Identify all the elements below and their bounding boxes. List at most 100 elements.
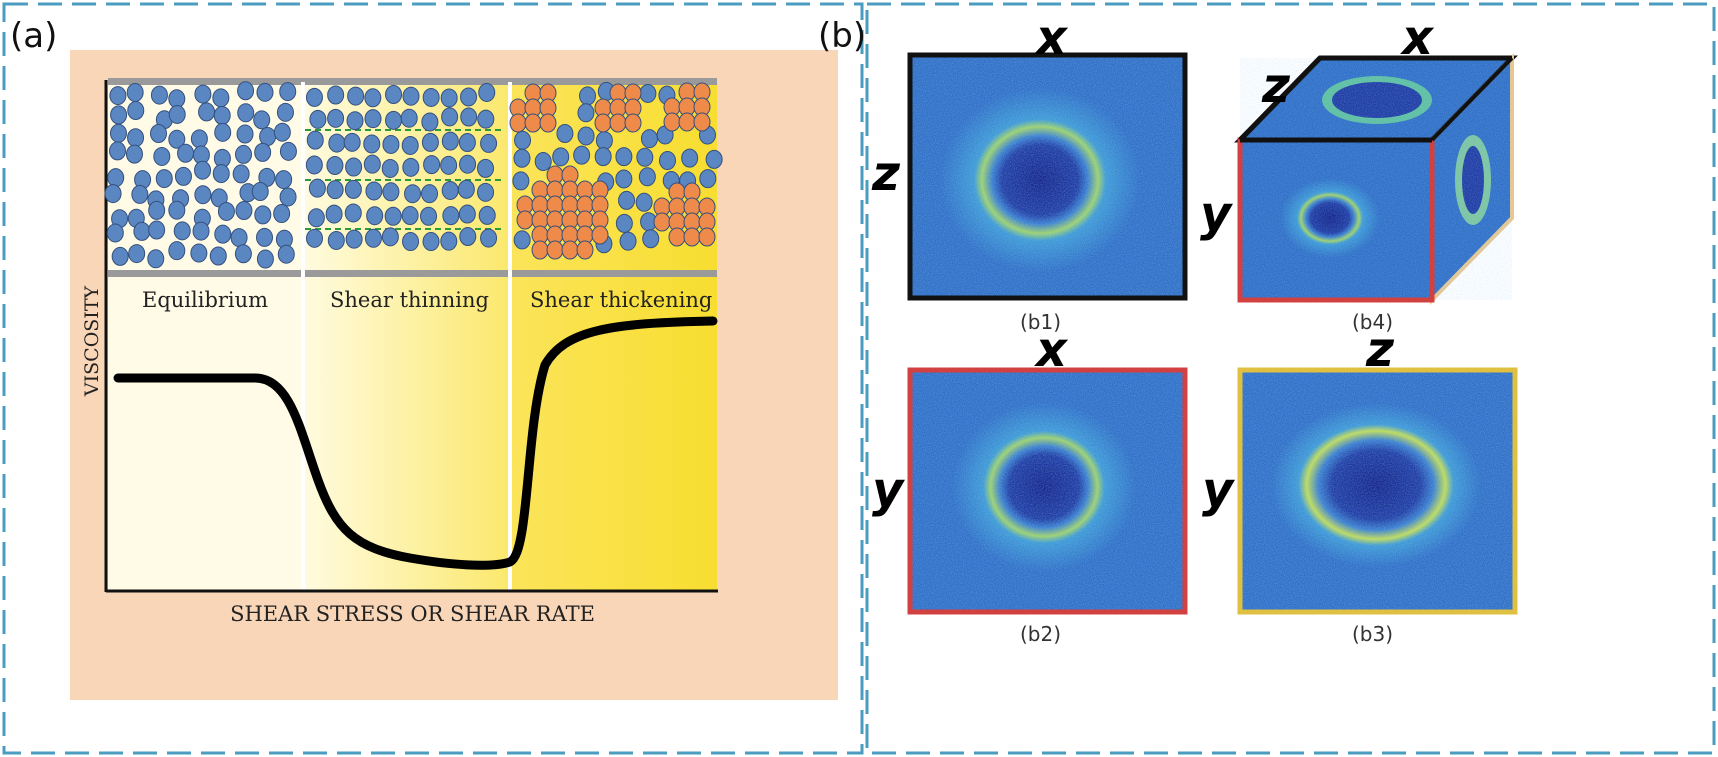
particle-blue <box>440 88 458 108</box>
particle-blue <box>459 227 477 247</box>
particle-blue <box>168 104 186 124</box>
particle-blue <box>423 155 441 175</box>
particle-blue <box>326 156 344 176</box>
particle-blue <box>327 108 345 128</box>
particle-blue <box>573 145 591 165</box>
particle-blue <box>327 85 345 105</box>
particle-blue <box>619 231 637 251</box>
particle-blue <box>364 228 382 248</box>
particle-blue <box>460 87 478 107</box>
particle-blue <box>109 141 127 161</box>
particle-blue <box>279 187 297 207</box>
particle-blue <box>273 204 291 224</box>
particle-blue <box>381 227 399 247</box>
particle-blue <box>440 231 458 251</box>
panel-a-label: (a) <box>10 16 58 56</box>
particle-blue <box>327 230 345 250</box>
divider-2 <box>508 82 512 590</box>
particle-blue <box>326 180 344 200</box>
particle-blue <box>477 182 495 202</box>
particle-blue <box>441 131 459 151</box>
particle-blue <box>366 206 384 226</box>
particle-blue <box>168 200 186 220</box>
particle-blue <box>276 102 294 122</box>
particle-blue <box>190 243 208 263</box>
particle-blue <box>615 169 633 189</box>
particle-blue <box>253 110 271 130</box>
particle-blue <box>556 124 574 144</box>
particle-blue <box>480 228 498 248</box>
particle-blue <box>699 169 717 189</box>
particle-blue <box>256 82 274 102</box>
b1-caption: (b1) <box>1020 310 1062 334</box>
particle-blue <box>127 101 145 121</box>
particle-blue <box>168 129 186 149</box>
particle-blue <box>279 141 297 161</box>
particle-blue <box>442 206 460 226</box>
particle-blue <box>212 164 230 184</box>
particle-blue <box>458 133 476 153</box>
particle-blue <box>174 166 192 186</box>
particle-blue <box>237 81 255 101</box>
particle-orange <box>624 113 642 133</box>
particle-blue <box>534 152 552 172</box>
particle-blue <box>402 157 420 177</box>
particle-blue <box>400 108 418 128</box>
particle-blue <box>232 164 250 184</box>
particle-blue <box>214 224 232 244</box>
particle-blue <box>155 169 173 189</box>
particle-blue <box>420 206 438 226</box>
particle-blue <box>305 228 323 248</box>
particle-blue <box>615 213 633 233</box>
plot-b4 <box>1234 53 1518 305</box>
particle-blue <box>385 84 403 104</box>
particle-blue <box>402 86 420 106</box>
particle-blue <box>402 232 420 252</box>
particle-blue <box>615 147 633 167</box>
particle-blue <box>460 107 478 127</box>
plot-b3 <box>1237 367 1518 615</box>
plot-b2 <box>907 367 1188 615</box>
particle-blue <box>440 155 458 175</box>
particle-blue <box>150 124 168 144</box>
particle-blue <box>256 249 274 269</box>
particle-blue <box>642 229 660 249</box>
particle-blue <box>104 184 122 204</box>
particle-orange <box>539 113 557 133</box>
particle-blue <box>636 147 654 167</box>
particle-blue <box>173 221 191 241</box>
particle-blue <box>309 109 327 129</box>
particle-blue <box>477 158 495 178</box>
particle-blue <box>513 148 531 168</box>
panel-a-frame <box>2 2 864 755</box>
particle-blue <box>194 84 212 104</box>
particle-blue <box>441 107 459 127</box>
particle-blue <box>381 158 399 178</box>
b2-caption: (b2) <box>1020 622 1062 646</box>
particle-blue <box>421 184 439 204</box>
particle-blue <box>512 171 530 191</box>
particle-blue <box>345 229 363 249</box>
plot-b1 <box>907 52 1188 301</box>
particle-blue <box>458 204 476 224</box>
particle-blue <box>194 160 212 180</box>
particle-blue <box>277 244 295 264</box>
particle-blue <box>422 232 440 252</box>
particle-blue <box>363 134 381 154</box>
particle-blue <box>325 204 343 224</box>
particle-blue <box>364 109 382 129</box>
particle-blue <box>308 178 326 198</box>
particle-blue <box>422 87 440 107</box>
particle-blue <box>401 206 419 226</box>
particle-blue <box>307 208 325 228</box>
particle-blue <box>421 112 439 132</box>
particle-blue <box>217 201 235 221</box>
label-equilibrium: Equilibrium <box>142 288 269 312</box>
b3-side-axis: y <box>1202 462 1234 518</box>
particle-blue <box>577 103 595 123</box>
particle-blue <box>279 82 297 102</box>
particle-blue <box>618 190 636 210</box>
